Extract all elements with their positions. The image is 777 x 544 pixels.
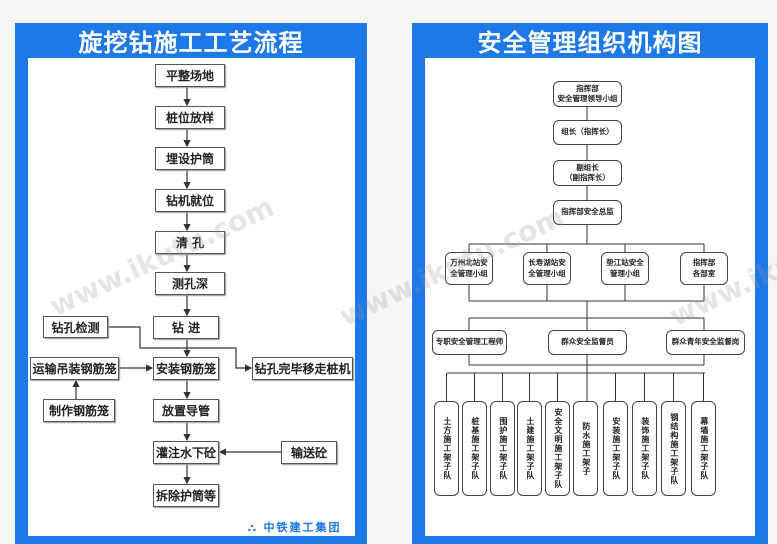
flow-step-box: 安装钢筋笼: [153, 357, 219, 380]
drill-inspection-box: 钻孔检测: [43, 316, 108, 338]
move-rig-box: 钻孔完毕移走桩机: [252, 357, 353, 380]
flow-step-box: 放置导管: [153, 399, 219, 422]
group-box: 指挥部 各部室: [680, 252, 728, 285]
flow-step-box: 拆除护筒等: [153, 484, 219, 507]
logo-icon: ⛬: [248, 521, 264, 534]
team-box: 钢结构施工架子队: [661, 401, 686, 496]
team-box: 土方施工架子队: [434, 401, 459, 496]
team-box: 安全文明施工架子队: [545, 401, 570, 496]
logo-text: 中铁建工集团: [263, 521, 342, 534]
chain-box: 指挥部 安全管理领导小组: [553, 81, 622, 107]
group-box: 万州北站安 全管理小组: [445, 252, 493, 285]
group-box: 长寿湖站安 全管理小组: [523, 252, 571, 285]
flow-step-box: 测孔深: [155, 272, 225, 295]
flow-step-box: 钻机就位: [155, 189, 225, 212]
team-box: 防水施工架子: [573, 401, 598, 496]
deliver-concrete-box: 输送砼: [281, 441, 337, 464]
team-box: 桩基施工架子队: [462, 401, 487, 496]
right-title: 安全管理组织机构图: [477, 29, 703, 57]
chain-box: 副组长 （副指挥长）: [553, 160, 622, 186]
chain-box: 组长（指挥长）: [553, 120, 622, 145]
flow-step-box: 清 孔: [155, 231, 225, 254]
team-box: 围护施工架子队: [490, 401, 515, 496]
flow-step-box: 桩位放样: [155, 106, 225, 129]
supervisor-box: 群众安全监督员: [548, 330, 627, 355]
transport-cage-box: 运输吊装钢筋笼: [30, 357, 119, 380]
group-box: 垫江站安全 管理小组: [601, 252, 649, 285]
flow-step-box: 钻 进: [153, 316, 219, 339]
team-box: 安装施工架子队: [603, 401, 628, 496]
company-logo: ⛬ 中铁建工集团: [248, 519, 342, 535]
make-cage-box: 制作钢筋笼: [43, 399, 115, 422]
left-title: 旋挖钻施工工艺流程: [78, 29, 304, 57]
team-box: 装饰施工架子队: [632, 401, 657, 496]
flow-step-box: 平整场地: [155, 64, 225, 87]
team-box: 土建施工架子队: [517, 401, 542, 496]
flow-step-box: 灌注水下砼: [153, 441, 219, 464]
team-box: 幕墙施工架子队: [691, 401, 716, 496]
supervisor-box: 专职安全管理工程师: [432, 330, 507, 355]
flow-step-box: 埋设护筒: [155, 147, 225, 170]
chain-box: 指挥部安全总监: [553, 200, 622, 225]
supervisor-box: 群众青年安全监督岗: [666, 330, 745, 355]
